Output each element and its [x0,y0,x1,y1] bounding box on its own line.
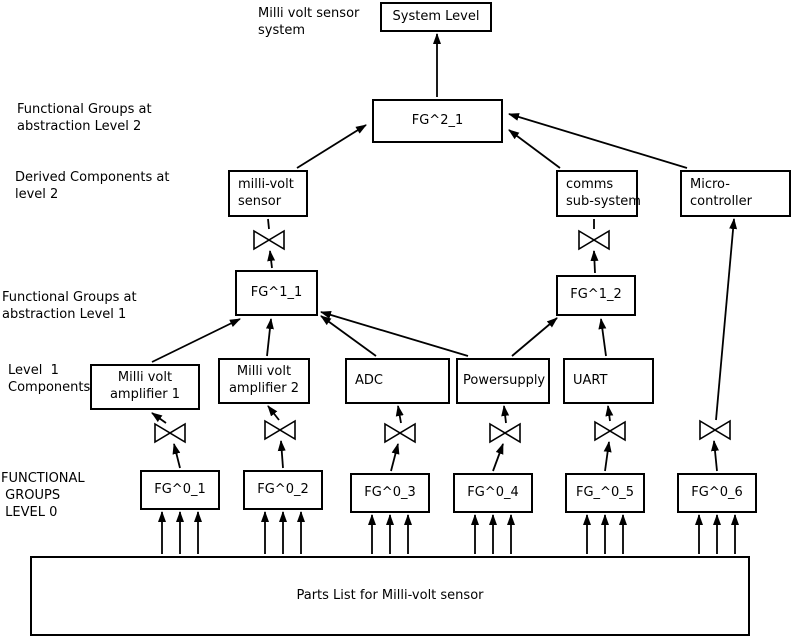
bowtie-adc-icon [384,422,416,444]
node-fg1-1-label: FG^1_1 [250,284,303,300]
edge-bowtie-to-adc [395,405,404,424]
edge-micro-to-fg21 [508,113,688,169]
node-millivolt-sensor: milli-volt sensor [228,170,308,217]
node-fg0-1: FG^0_1 [140,470,220,510]
node-fg2-1-label: FG^2_1 [411,112,464,128]
edge-fg06-to-bowtie [711,440,719,472]
bowtie-comms-icon [578,229,610,251]
node-fg1-2: FG^1_2 [556,275,636,316]
node-amplifier-1: Milli volt amplifier 1 [90,364,200,410]
edge-bowtie-to-amp2 [267,405,280,421]
bowtie-psu-icon [489,422,521,444]
node-amplifier-2: Milli volt amplifier 2 [218,358,310,404]
node-fg0-5: FG_^0_5 [565,473,645,513]
node-amplifier-1-label: Milli volt amplifier 1 [109,370,181,402]
edge-fg04-to-bowtie [492,443,504,472]
edge-fg02-to-bowtie [277,440,286,469]
edge-bowtie-to-uart [605,405,614,422]
edge-psu-to-fg11 [320,311,469,357]
node-system-level: System Level [380,2,492,32]
system-title-label: Milli volt sensor system [258,6,360,39]
edge-fg03-to-bowtie [390,443,400,472]
node-fg0-6: FG^0_6 [677,473,757,513]
node-fg0-5-label: FG_^0_5 [576,484,634,500]
edge-fg05-to-bowtie [603,441,612,472]
edge-fg12-to-bowtie [590,250,599,274]
node-adc: ADC [345,358,450,404]
edge-bowtie-to-sensor [267,218,270,230]
edge-comms-to-fg21 [508,129,561,169]
node-millivolt-sensor-label: milli-volt sensor [238,176,294,209]
node-fg1-1: FG^1_1 [235,270,318,316]
edge-fg11-to-bowtie [267,250,276,269]
edge-psu-to-fg12 [511,317,558,357]
level1-components-label: Level 1 Components [8,363,91,396]
node-amplifier-2-label: Milli volt amplifier 2 [228,364,300,396]
node-parts-list-label: Parts List for Milli-volt sensor [296,587,484,603]
bowtie-uart-icon [594,420,626,442]
level0-groups-label: FUNCTIONAL GROUPS LEVEL 0 [1,471,85,521]
bowtie-amp2-icon [264,419,296,441]
node-fg2-1: FG^2_1 [372,99,503,143]
bowtie-amp1-icon [154,422,186,444]
edge-uart-to-fg12 [598,318,607,357]
edge-adc-to-fg11 [320,315,377,357]
edge-amp2-to-fg11 [265,318,274,357]
node-uart: UART [563,358,654,404]
node-fg0-3-label: FG^0_3 [364,484,416,500]
node-fg0-2: FG^0_2 [243,470,323,510]
node-parts-list: Parts List for Milli-volt sensor [30,556,750,636]
node-comms-subsystem-label: comms sub-system [566,176,641,209]
node-micro-controller-label: Micro- controller [690,176,753,209]
node-uart-label: UART [573,372,608,388]
node-fg0-1-label: FG^0_1 [154,481,206,497]
node-powersupply-label: Powersupply [463,372,546,388]
edge-bowtie-to-micro [715,218,738,421]
bowtie-sensor-icon [253,229,285,251]
node-powersupply: Powersupply [456,358,550,404]
level2-groups-label: Functional Groups at abstraction Level 2 [17,102,152,135]
bowtie-micro-icon [699,419,731,441]
node-fg0-3: FG^0_3 [350,473,430,513]
node-fg0-4: FG^0_4 [453,473,533,513]
node-comms-subsystem: comms sub-system [556,170,641,217]
node-fg0-4-label: FG^0_4 [467,484,519,500]
node-fg0-2-label: FG^0_2 [257,481,309,497]
node-fg1-2-label: FG^1_2 [570,287,622,303]
level1-groups-label: Functional Groups at abstraction Level 1 [2,290,137,323]
node-adc-label: ADC [355,372,383,388]
edge-bowtie-to-psu [501,405,510,424]
node-system-level-label: System Level [392,8,480,24]
edge-sensor-to-fg21 [296,124,367,169]
node-micro-controller: Micro- controller [680,170,791,217]
edge-amp1-to-fg11 [151,318,241,363]
node-fg0-6-label: FG^0_6 [691,484,743,500]
edge-fg01-to-bowtie [172,443,181,469]
derived-level2-label: Derived Components at level 2 [15,170,170,203]
edge-bowtie-to-amp1 [151,412,167,424]
